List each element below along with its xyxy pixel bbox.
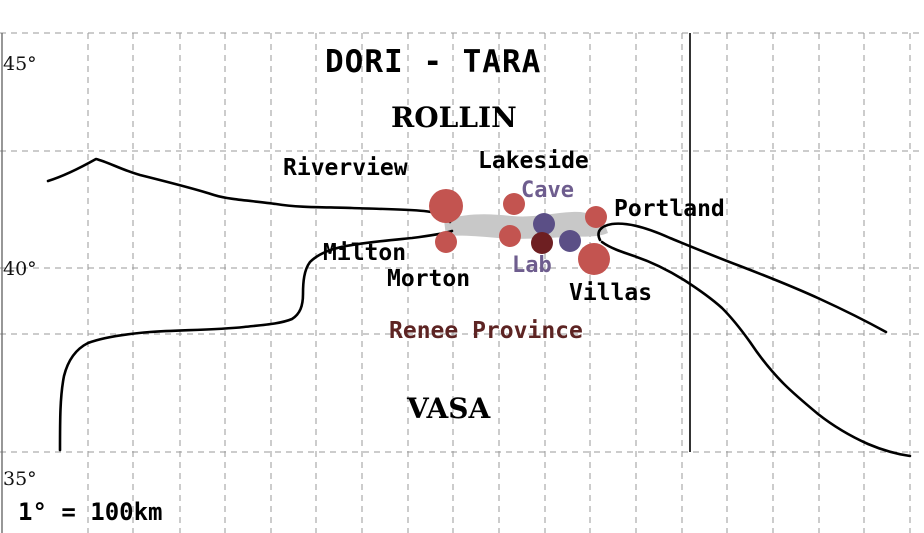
city-label-lab[interactable]: Lab [512, 253, 552, 278]
axis-label-lat-35: 35° [3, 468, 37, 490]
coastline-north [46, 157, 452, 224]
map-title: DORI - TARA [325, 44, 542, 80]
axis-label-lat-45: 45° [3, 53, 37, 75]
grid-lines [0, 32, 924, 533]
region-label-renee-province: Renee Province [389, 318, 583, 344]
city-marker-villas[interactable] [578, 243, 610, 275]
city-label-milton[interactable]: Milton [323, 240, 407, 266]
city-marker-milton[interactable] [435, 231, 457, 253]
city-label-lakeside[interactable]: Lakeside [478, 148, 589, 174]
region-label-vasa: VASA [407, 392, 491, 425]
city-marker-cave-east[interactable] [559, 230, 581, 252]
city-marker-morton[interactable] [499, 225, 521, 247]
city-marker-lab[interactable] [531, 232, 553, 254]
region-label-rollin: ROLLIN [391, 101, 517, 134]
city-marker-lakeside[interactable] [503, 193, 525, 215]
coastline-east-lower [600, 240, 912, 458]
axis-label-lat-40: 40° [3, 258, 37, 280]
city-label-portland[interactable]: Portland [614, 196, 725, 222]
city-label-riverview[interactable]: Riverview [283, 155, 408, 181]
coastline-east-upper [597, 222, 888, 334]
city-label-cave[interactable]: Cave [521, 178, 574, 203]
city-marker-cave[interactable] [533, 213, 555, 235]
city-markers [429, 189, 610, 275]
city-marker-portland[interactable] [585, 206, 607, 228]
city-marker-riverview[interactable] [429, 189, 463, 223]
scale-note: 1° = 100km [18, 498, 163, 526]
city-label-villas[interactable]: Villas [569, 280, 653, 306]
river-shape [444, 211, 608, 239]
city-label-morton[interactable]: Morton [387, 266, 471, 292]
coastline-west-bay [58, 229, 454, 452]
